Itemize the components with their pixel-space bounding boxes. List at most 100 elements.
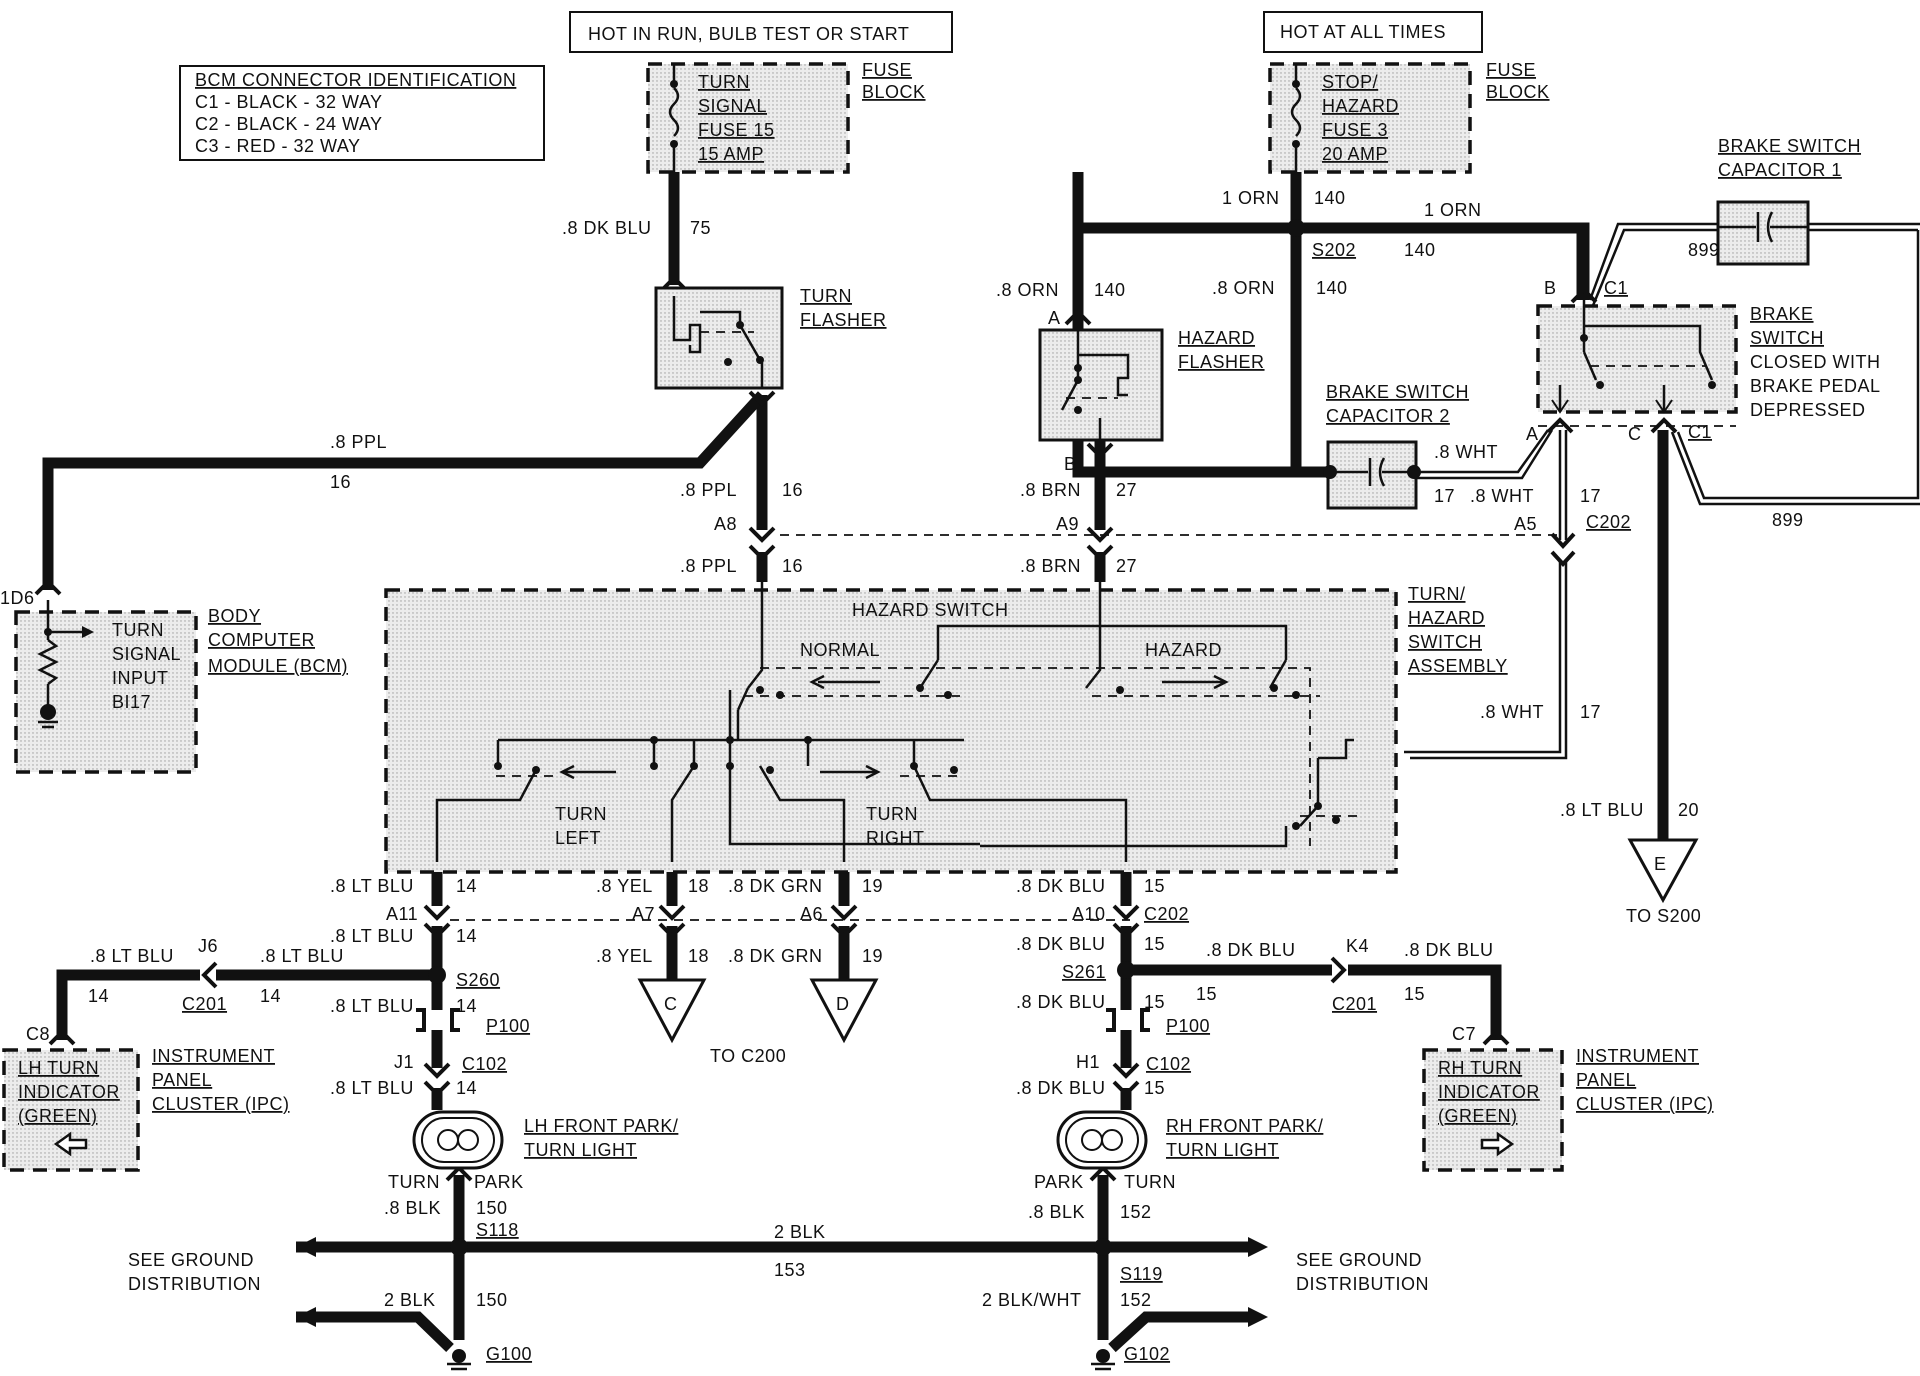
svg-text:PARK: PARK [1034, 1172, 1084, 1192]
assembly-label-3: SWITCH [1408, 632, 1482, 652]
hazard-label: HAZARD [1145, 640, 1222, 660]
svg-text:BI17: BI17 [112, 692, 151, 712]
svg-text:2 BLK/WHT: 2 BLK/WHT [982, 1290, 1082, 1310]
svg-text:FUSE 3: FUSE 3 [1322, 120, 1388, 140]
hot-at-all-times-label: HOT AT ALL TIMES [1263, 11, 1483, 53]
svg-text:14: 14 [88, 986, 109, 1006]
svg-text:150: 150 [476, 1198, 508, 1218]
right-arrow-icon [1480, 1131, 1515, 1157]
svg-text:A5: A5 [1514, 514, 1537, 534]
svg-text:G102: G102 [1124, 1344, 1170, 1364]
svg-text:BRAKE SWITCH: BRAKE SWITCH [1718, 136, 1861, 156]
svg-text:.8 BRN: .8 BRN [1020, 480, 1081, 500]
svg-text:C7: C7 [1452, 1024, 1476, 1044]
svg-text:16: 16 [782, 556, 803, 576]
wire-labels: .8 DK BLU 75 1 ORN 140 1 ORN 140 S202 .8… [26, 188, 1803, 1364]
svg-text:A11: A11 [386, 904, 418, 924]
svg-text:SIGNAL: SIGNAL [698, 96, 767, 116]
svg-text:J1: J1 [394, 1052, 414, 1072]
svg-text:HOT IN RUN, BULB TEST OR START: HOT IN RUN, BULB TEST OR START [588, 24, 909, 44]
svg-text:K4: K4 [1346, 936, 1369, 956]
svg-text:LH FRONT PARK/: LH FRONT PARK/ [524, 1116, 678, 1136]
svg-text:14: 14 [456, 1078, 477, 1098]
svg-text:P100: P100 [486, 1016, 530, 1036]
svg-text:FLASHER: FLASHER [800, 310, 887, 330]
rh-front-park-turn-light: RH FRONT PARK/ TURN LIGHT [1056, 1110, 1323, 1170]
svg-text:C: C [664, 994, 678, 1014]
svg-text:2 BLK: 2 BLK [774, 1222, 826, 1242]
hazard-switch-label: HAZARD SWITCH [852, 600, 1009, 620]
svg-text:14: 14 [456, 996, 477, 1016]
brake-switch-capacitor-1: BRAKE SWITCH CAPACITOR 1 [1716, 136, 1861, 266]
connector-chevrons [34, 275, 1678, 1182]
svg-text:C: C [1628, 424, 1642, 444]
svg-text:TURN: TURN [1124, 1172, 1176, 1192]
svg-text:PARK: PARK [474, 1172, 524, 1192]
ground-g102 [1091, 1349, 1115, 1371]
turn-flasher: TURN FLASHER [654, 286, 887, 390]
svg-text:.8 BLK: .8 BLK [1028, 1202, 1085, 1222]
svg-text:19: 19 [862, 946, 883, 966]
svg-text:2 BLK: 2 BLK [384, 1290, 436, 1310]
normal-label: NORMAL [800, 640, 880, 660]
svg-text:.8 LT BLU: .8 LT BLU [1560, 800, 1644, 820]
svg-text:15: 15 [1144, 992, 1165, 1012]
svg-text:INDICATOR: INDICATOR [18, 1082, 120, 1102]
svg-text:S260: S260 [456, 970, 500, 990]
svg-text:C102: C102 [1146, 1054, 1191, 1074]
svg-text:18: 18 [688, 946, 709, 966]
bcm-connector-id-box: BCM CONNECTOR IDENTIFICATION C1 - BLACK … [179, 65, 545, 161]
svg-text:INPUT: INPUT [112, 668, 169, 688]
bcm-id-line-1: C1 - BLACK - 32 WAY [195, 92, 383, 112]
svg-text:.8 DK GRN: .8 DK GRN [728, 876, 823, 896]
svg-text:J6: J6 [198, 936, 218, 956]
svg-text:A: A [1526, 424, 1539, 444]
svg-text:BRAKE SWITCH: BRAKE SWITCH [1326, 382, 1469, 402]
svg-text:15: 15 [1144, 1078, 1165, 1098]
ipc-label-right-2: PANEL [1576, 1070, 1636, 1090]
svg-text:.8 DK BLU: .8 DK BLU [1016, 992, 1106, 1012]
svg-text:A6: A6 [800, 904, 823, 924]
svg-text:.8 WHT: .8 WHT [1470, 486, 1534, 506]
svg-text:B: B [1544, 278, 1557, 298]
ipc-label-left-3: CLUSTER (IPC) [152, 1094, 290, 1114]
bcm-id-title: BCM CONNECTOR IDENTIFICATION [195, 70, 516, 90]
ipc-label-right-3: CLUSTER (IPC) [1576, 1094, 1714, 1114]
svg-text:17: 17 [1580, 486, 1601, 506]
svg-text:P100: P100 [1166, 1016, 1210, 1036]
svg-text:14: 14 [260, 986, 281, 1006]
svg-text:BRAKE: BRAKE [1750, 304, 1814, 324]
svg-text:.8 DK BLU: .8 DK BLU [1016, 876, 1106, 896]
svg-text:STOP/: STOP/ [1322, 72, 1378, 92]
svg-text:.8 DK BLU: .8 DK BLU [562, 218, 652, 238]
svg-text:17: 17 [1580, 702, 1601, 722]
svg-text:.8 WHT: .8 WHT [1434, 442, 1498, 462]
svg-text:.8 PPL: .8 PPL [680, 556, 737, 576]
turn-hazard-switch-assembly: HAZARD SWITCH NORMAL HAZARD TURN LEFT TU… [384, 582, 1398, 874]
svg-text:140: 140 [1316, 278, 1348, 298]
bcm-id-line-3: C3 - RED - 32 WAY [195, 136, 361, 156]
svg-text:.8 DK BLU: .8 DK BLU [1016, 1078, 1106, 1098]
svg-text:.8 YEL: .8 YEL [596, 946, 653, 966]
svg-text:1 ORN: 1 ORN [1424, 200, 1482, 220]
fuse-block-label-left-2: BLOCK [862, 82, 926, 102]
svg-text:.8 LT BLU: .8 LT BLU [330, 876, 414, 896]
svg-text:S261: S261 [1062, 962, 1106, 982]
svg-text:140: 140 [1314, 188, 1346, 208]
svg-text:BRAKE PEDAL: BRAKE PEDAL [1750, 376, 1881, 396]
svg-text:B: B [1064, 454, 1077, 474]
svg-text:TO C200: TO C200 [710, 1046, 786, 1066]
lh-turn-indicator: LH TURN INDICATOR (GREEN) [2, 1048, 140, 1172]
see-ground-right-1: SEE GROUND [1296, 1250, 1422, 1270]
svg-text:SWITCH: SWITCH [1750, 328, 1824, 348]
svg-text:.8 DK BLU: .8 DK BLU [1206, 940, 1296, 960]
stop-hazard-fuse: STOP/ HAZARD FUSE 3 20 AMP [1268, 62, 1472, 174]
svg-text:.8 LT BLU: .8 LT BLU [330, 996, 414, 1016]
svg-text:A8: A8 [714, 514, 737, 534]
svg-text:SIGNAL: SIGNAL [112, 644, 181, 664]
svg-text:.8 DK GRN: .8 DK GRN [728, 946, 823, 966]
svg-text:A9: A9 [1056, 514, 1079, 534]
ground-g100 [447, 1349, 471, 1371]
svg-text:G100: G100 [486, 1344, 532, 1364]
